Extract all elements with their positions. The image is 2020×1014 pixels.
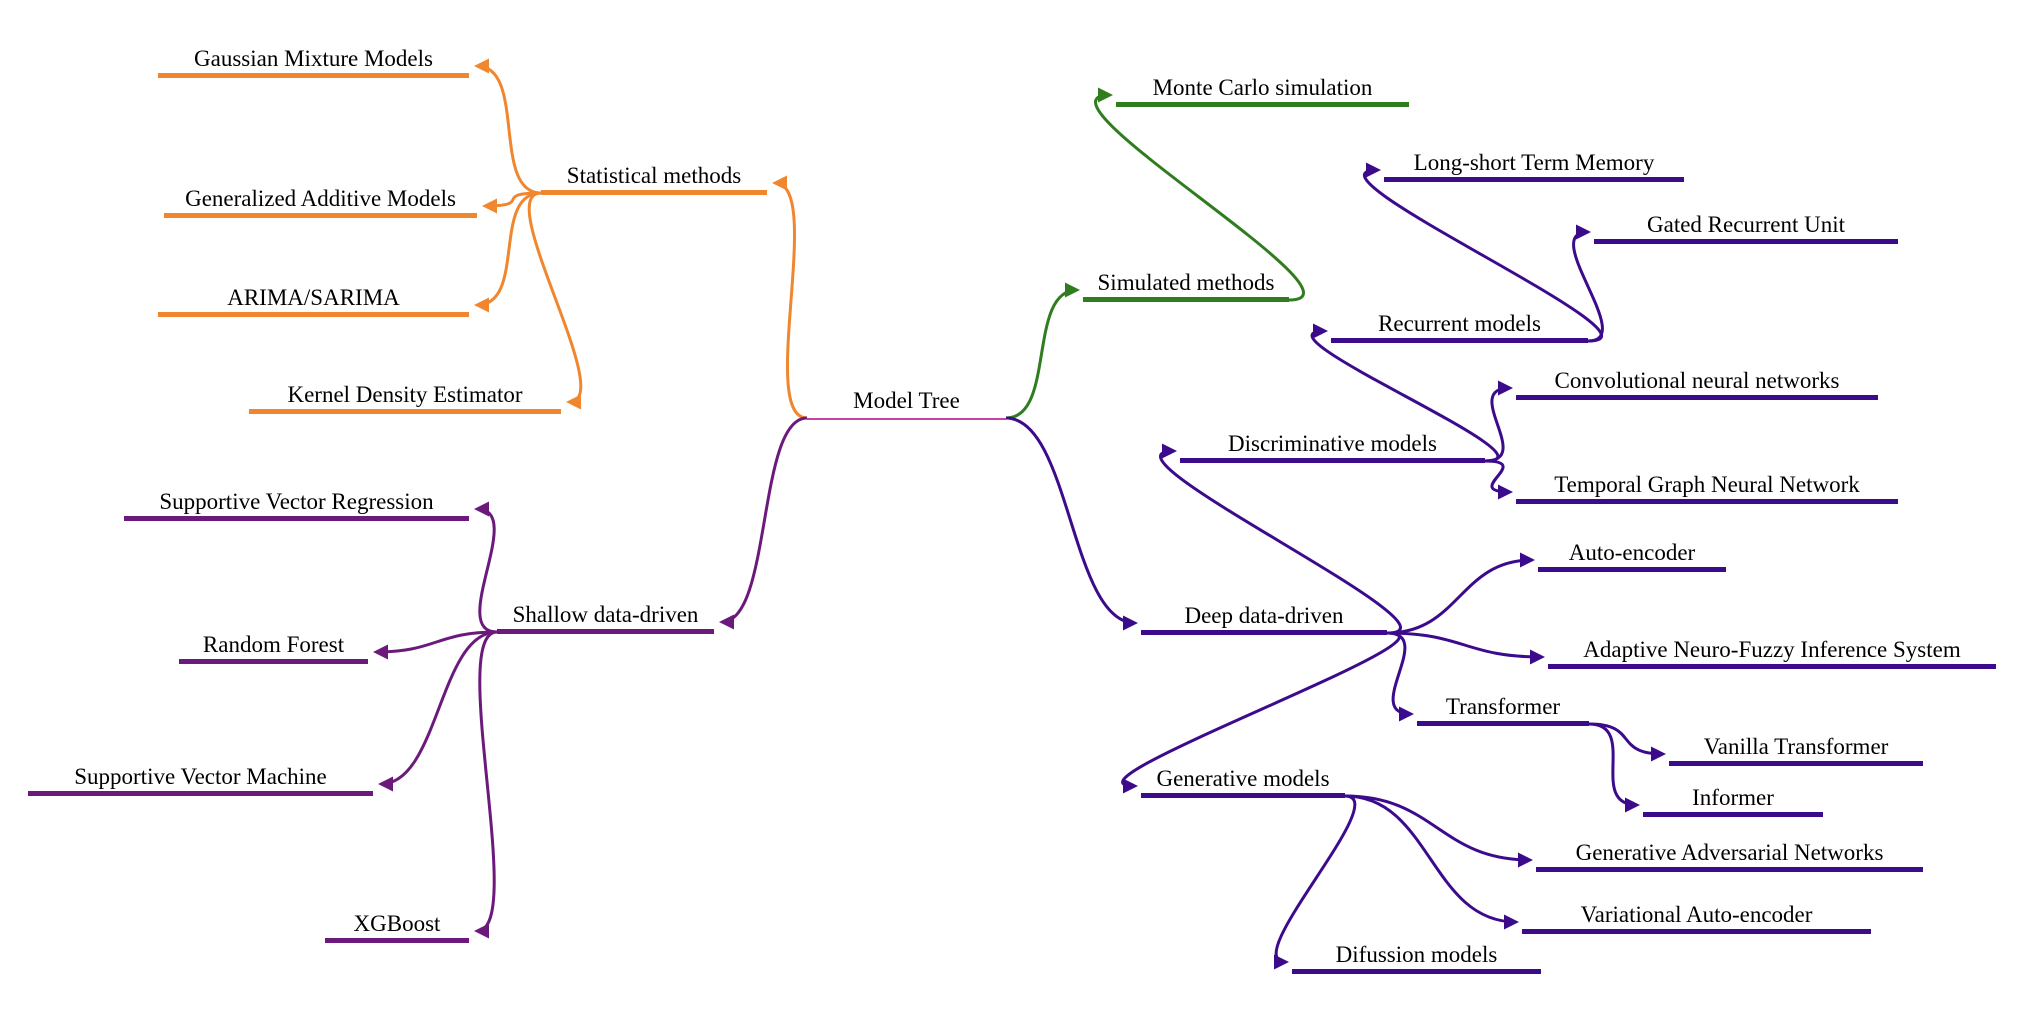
edge-deep-to-disc: [1159, 443, 1402, 635]
edge-root-to-stat: [772, 175, 808, 420]
edge-disc-to-tgnn: [1484, 459, 1513, 500]
node-disc: Discriminative models: [1180, 431, 1485, 463]
edge-disc-to-cnn: [1484, 380, 1513, 463]
node-arima: ARIMA/SARIMA: [158, 285, 469, 317]
node-svm: Supportive Vector Machine: [28, 764, 373, 796]
node-lstm: Long-short Term Memory: [1384, 150, 1684, 182]
node-informer: Informer: [1643, 785, 1823, 817]
node-gan: Generative Adversarial Networks: [1536, 840, 1923, 872]
node-anfis: Adaptive Neuro-Fuzzy Inference System: [1548, 637, 1996, 669]
edge-gen-to-gan: [1344, 794, 1533, 868]
node-rf: Random Forest: [179, 632, 368, 664]
node-kde: Kernel Density Estimator: [249, 382, 561, 414]
edge-shallow-to-rf: [373, 630, 498, 660]
node-svr: Supportive Vector Regression: [124, 489, 469, 521]
node-xgb: XGBoost: [325, 911, 469, 943]
edge-stat-to-arima: [474, 191, 542, 313]
edge-deep-to-gen: [1121, 631, 1401, 794]
node-root: Model Tree: [807, 388, 1006, 420]
edge-trans-to-informer: [1588, 722, 1640, 813]
node-tgnn: Temporal Graph Neural Network: [1516, 472, 1898, 504]
edge-stat-to-gam: [482, 191, 542, 214]
node-rec: Recurrent models: [1331, 311, 1588, 343]
node-gmm: Gaussian Mixture Models: [158, 46, 469, 78]
node-deep: Deep data-driven: [1141, 603, 1387, 635]
node-diff: Difussion models: [1292, 942, 1541, 974]
node-vanilla: Vanilla Transformer: [1669, 734, 1923, 766]
node-mc: Monte Carlo simulation: [1116, 75, 1409, 107]
node-gen: Generative models: [1141, 766, 1345, 798]
node-trans: Transformer: [1417, 694, 1589, 726]
edge-sim-to-mc: [1094, 87, 1305, 302]
edge-rec-to-gru: [1572, 224, 1604, 343]
edge-shallow-to-svm: [378, 630, 498, 792]
node-shallow: Shallow data-driven: [497, 602, 714, 634]
edge-gen-to-diff: [1273, 794, 1357, 970]
edge-deep-to-ae: [1386, 552, 1535, 635]
node-gru: Gated Recurrent Unit: [1594, 212, 1898, 244]
edge-gen-to-vae: [1344, 794, 1519, 930]
edge-trans-to-vanilla: [1588, 722, 1666, 762]
node-vae: Variational Auto-encoder: [1522, 902, 1871, 934]
edge-root-to-sim: [1005, 282, 1080, 420]
node-gam: Generalized Additive Models: [164, 186, 477, 218]
edge-stat-to-kde: [527, 191, 583, 410]
edge-stat-to-gmm: [474, 58, 542, 195]
edge-shallow-to-xgb: [474, 630, 498, 939]
edge-root-to-shallow: [719, 416, 808, 630]
node-sim: Simulated methods: [1083, 270, 1289, 302]
node-stat: Statistical methods: [541, 163, 767, 195]
node-ae: Auto-encoder: [1538, 540, 1726, 572]
edge-deep-to-anfis: [1386, 631, 1545, 665]
edge-shallow-to-svr: [474, 501, 498, 634]
edge-root-to-deep: [1005, 416, 1138, 631]
edge-rec-to-lstm: [1363, 162, 1603, 343]
edge-disc-to-rec: [1310, 323, 1500, 463]
node-cnn: Convolutional neural networks: [1516, 368, 1878, 400]
